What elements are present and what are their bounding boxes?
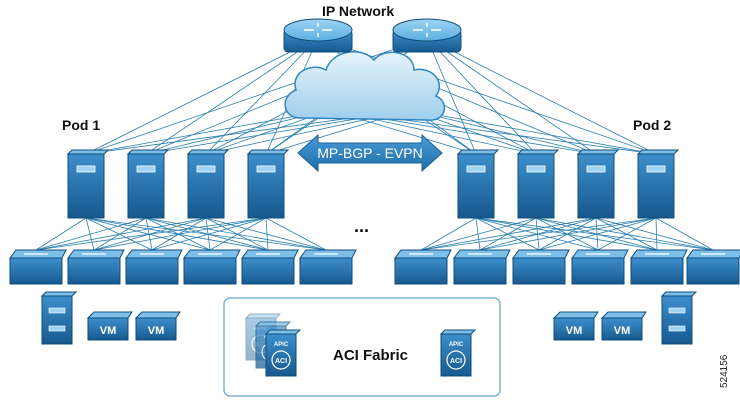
link-line [209,217,267,251]
link-line [35,217,87,251]
link-line [409,109,657,155]
endpoint-hosts: VM VM VM VM [40,291,698,345]
leaf-switch-icon [686,249,740,285]
link-line [655,217,714,251]
link-line [597,217,657,251]
mp-bgp-evpn-label: MP-BGP - EVPN [317,145,423,161]
spine-switch-icon [246,149,290,219]
vm-icon: VM [600,311,647,341]
link-line [265,217,269,251]
link-line [420,217,597,251]
link-line [655,217,658,251]
server-icon [40,291,78,345]
link-line [35,217,267,251]
link-line [85,217,269,251]
aci-fabric-label: ACI Fabric [333,347,408,364]
link-line [85,217,211,251]
link-line [479,217,657,251]
spine-switches [66,149,680,219]
apic-controller-icon: APIC ACI [264,329,302,377]
link-line [205,37,319,155]
ip-network-routers [283,18,462,53]
spine-switch-icon [516,149,560,219]
vm-label: VM [100,325,117,337]
spine-switch-icon [456,149,500,219]
leaf-switch-icon [125,249,183,285]
leaf-switch-icon [571,249,629,285]
leaf-switch-icon [241,249,299,285]
link-line [420,217,477,251]
link-line [535,217,714,251]
figure-id: 524156 [719,354,730,388]
leaf-switch-icon [299,249,357,285]
ip-network-cloud [284,51,446,121]
link-line [35,217,147,251]
link-line [317,37,657,155]
link-line [420,217,657,251]
server-icon [660,291,698,345]
leaf-switch-icon [453,249,511,285]
leaf-switches [9,249,740,285]
vm-label: VM [614,325,631,337]
link-line [426,37,537,155]
leaf-switch-icon [630,249,688,285]
vm-icon: VM [552,311,599,341]
link-line [85,37,319,155]
pod1-label: Pod 1 [62,117,100,133]
apic-label: APIC [449,342,464,348]
pod2-label: Pod 2 [633,117,671,133]
link-line [426,37,597,155]
link-line [538,217,657,251]
leaf-switch-icon [394,249,452,285]
link-line [145,217,327,251]
link-line [409,109,597,155]
leaf-switch-icon [9,249,67,285]
link-line [265,217,327,251]
apic-label: APIC [274,342,289,348]
apic-controllers: APICACIAPICACIAPICACIAPICACI [244,313,477,377]
spine-switch-icon [66,149,110,219]
link-line [85,109,331,155]
link-line [426,37,477,155]
leaf-switch-icon [67,249,125,285]
link-line [93,217,267,251]
mp-bgp-evpn-arrow: MP-BGP - EVPN [297,133,443,173]
leaf-switch-icon [512,249,570,285]
link-line [145,217,269,251]
vm-label: VM [148,325,165,337]
link-line [426,37,657,155]
ellipsis-label: ... [354,216,369,236]
router-icon [392,18,462,53]
spine-switch-icon [576,149,620,219]
vm-label: VM [566,325,583,337]
aci-badge-label: ACI [450,358,462,365]
link-line [205,217,269,251]
spine-switch-icon [636,149,680,219]
aci-fabric-panel: APICACIAPICACIAPICACIAPICACI ACI Fabric [223,297,501,397]
apic-controller-icon: APIC ACI [439,329,477,377]
link-line [145,37,319,155]
ip-network-label: IP Network [322,3,394,19]
router-icon [283,18,353,53]
spine-switch-icon [186,149,230,219]
link-line [475,217,714,251]
aci-badge-label: ACI [275,358,287,365]
link-line [595,217,714,251]
vm-icon: VM [86,311,133,341]
link-line [151,217,267,251]
leaf-switch-icon [183,249,241,285]
link-line [35,217,207,251]
vm-icon: VM [134,311,181,341]
spine-switch-icon [126,149,170,219]
link-line [420,217,537,251]
